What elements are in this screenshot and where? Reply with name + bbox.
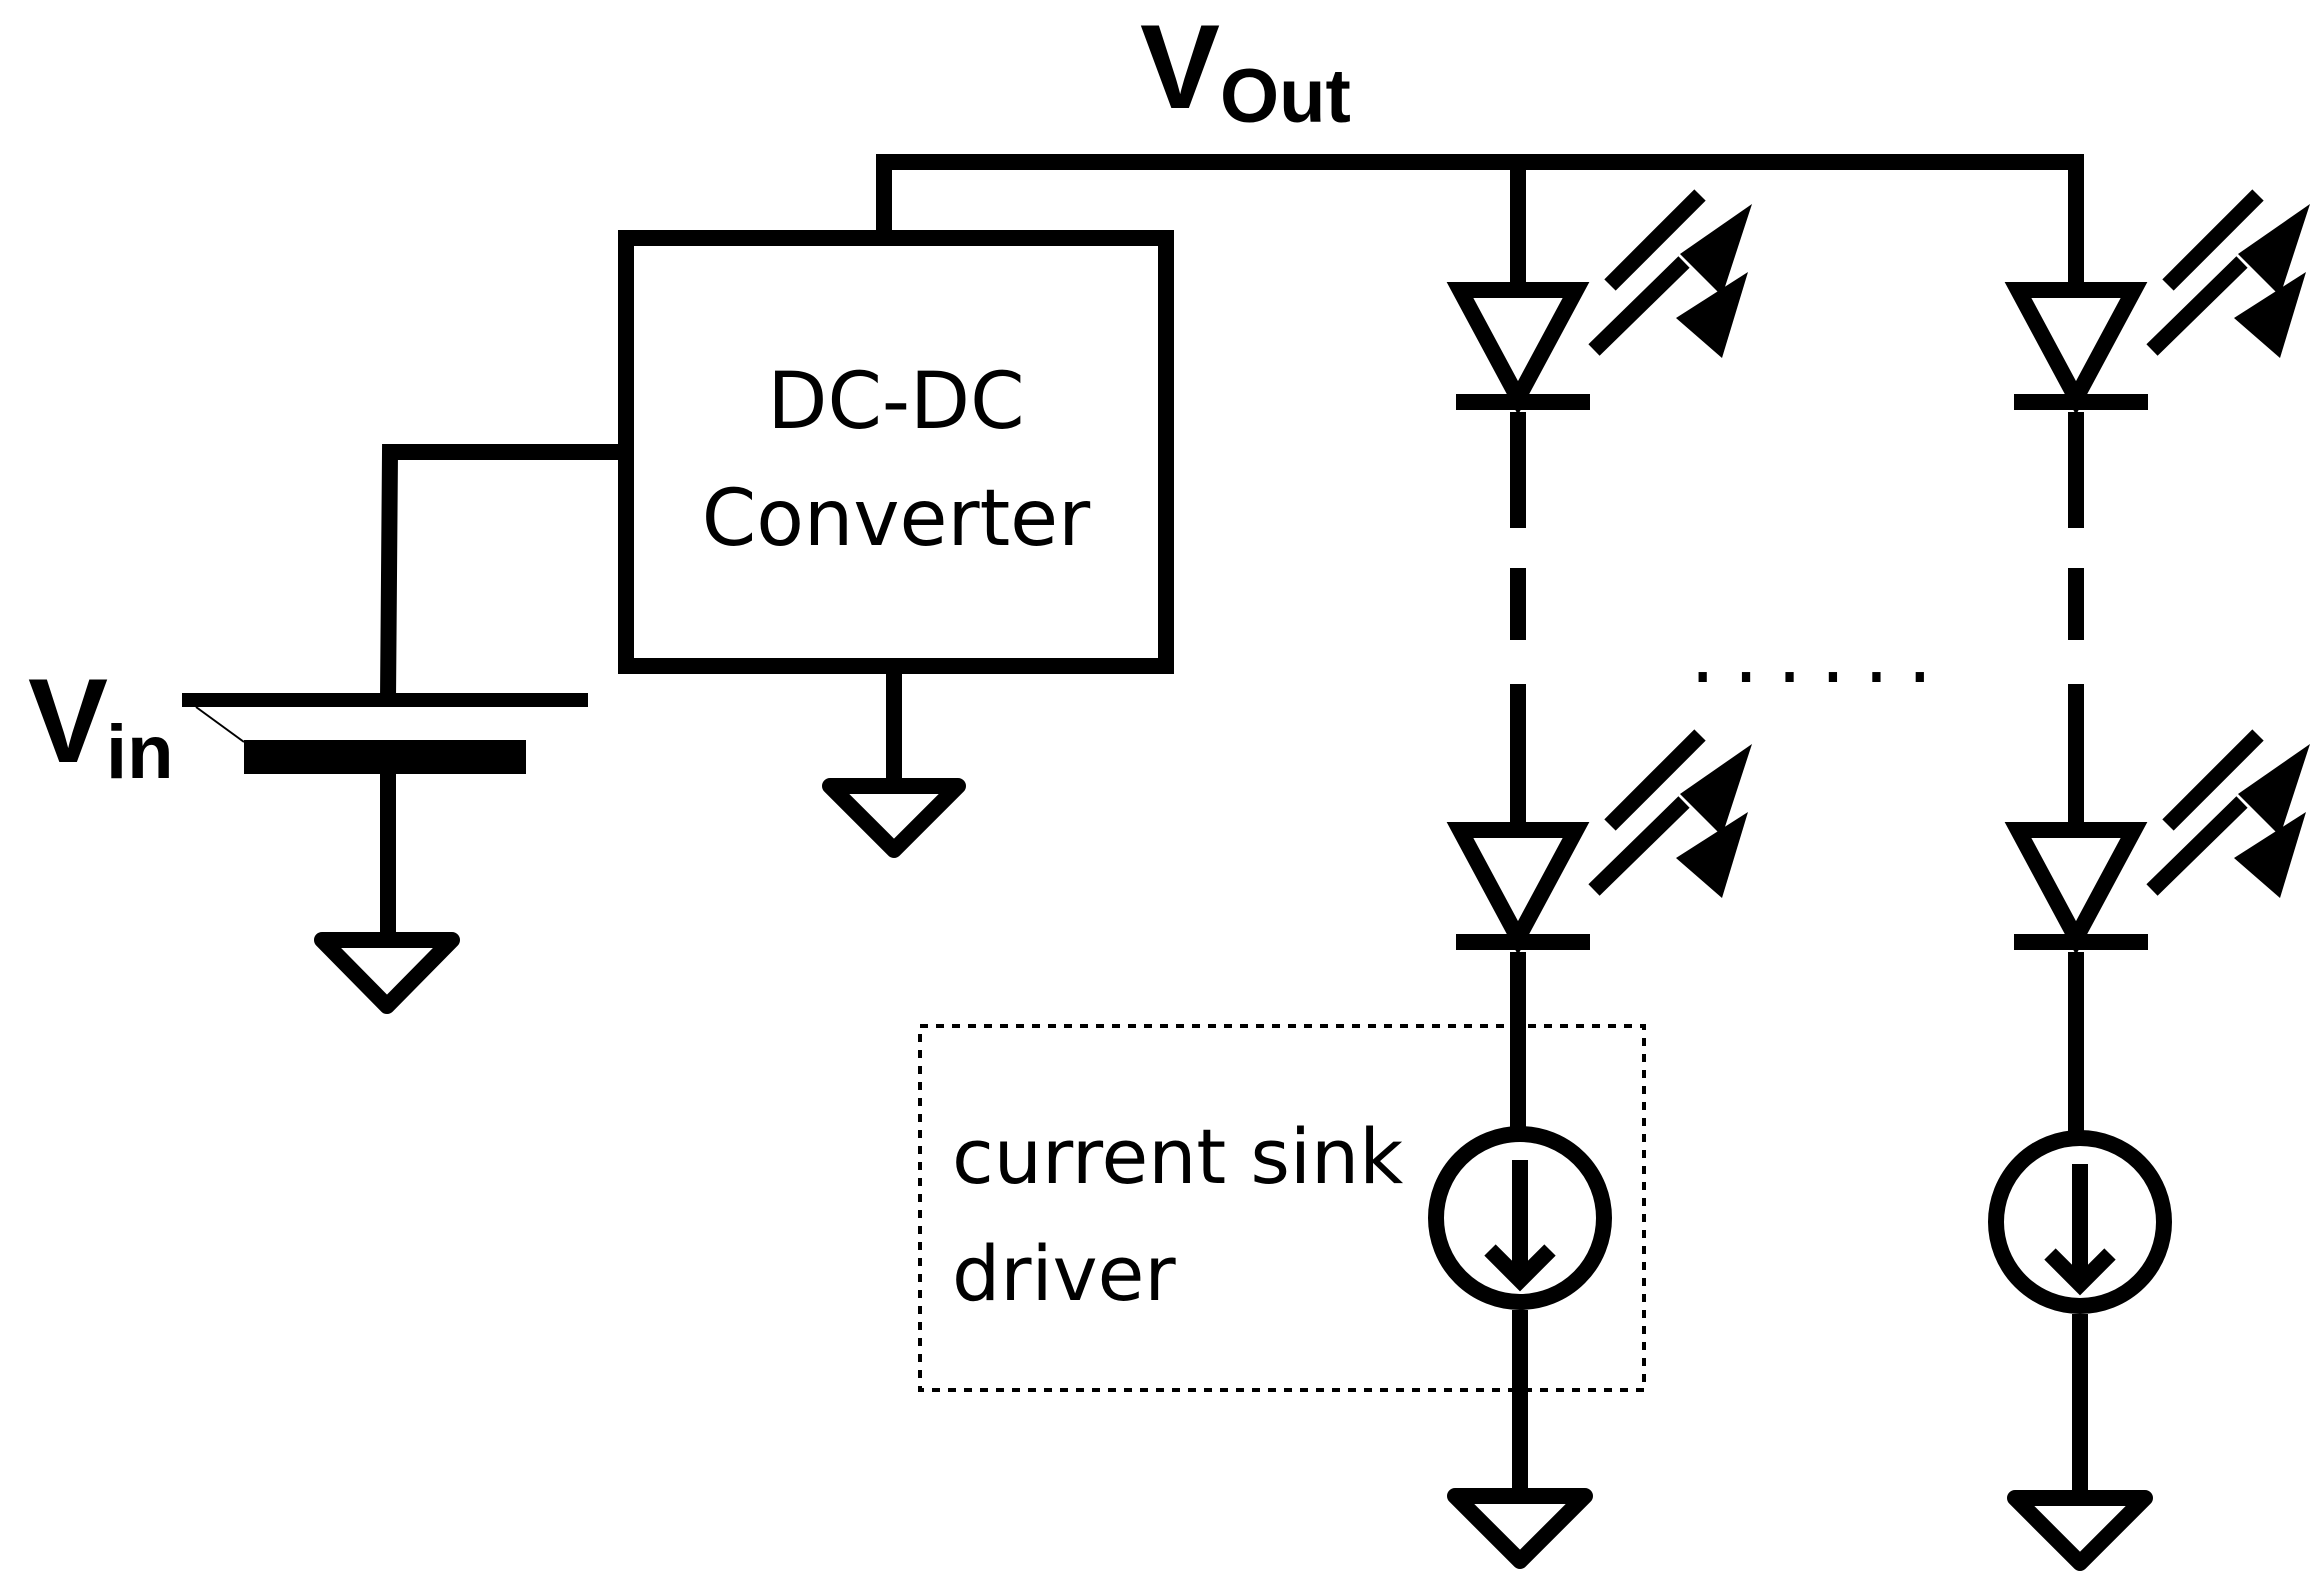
led-string-1	[1428, 189, 1752, 1569]
vin-label: V in	[28, 654, 174, 795]
battery-icon	[182, 693, 588, 774]
driver-label-line1: current sink	[952, 1112, 1403, 1201]
led-string-2	[1988, 189, 2310, 1571]
vin-label-sub: in	[106, 710, 174, 795]
ground-icon	[314, 932, 460, 1014]
led-icon	[2004, 729, 2310, 955]
ellipsis-more-strings: ......	[1690, 608, 1951, 701]
ground-icon	[2007, 1490, 2153, 1571]
ground-icon	[1447, 1488, 1593, 1569]
vout-label-sub: Out	[1220, 54, 1351, 139]
current-source-icon	[1428, 1126, 1612, 1310]
converter-label-line2: Converter	[702, 474, 1091, 564]
vin-label-main: V	[28, 654, 108, 788]
vout-label-main: V	[1140, 0, 1220, 134]
driver-label-line2: driver	[952, 1229, 1176, 1318]
current-source-icon	[1988, 1130, 2172, 1314]
led-icon	[1446, 189, 1752, 415]
led-icon	[1446, 729, 1752, 955]
led-icon	[2004, 189, 2310, 415]
converter-label-line1: DC-DC	[767, 357, 1024, 447]
dc-dc-converter-box	[618, 230, 1174, 674]
ground-icon	[822, 778, 966, 858]
vout-rail	[876, 154, 2084, 285]
vout-label: V Out	[1140, 0, 1351, 139]
vin-wire-to-converter	[380, 444, 618, 701]
